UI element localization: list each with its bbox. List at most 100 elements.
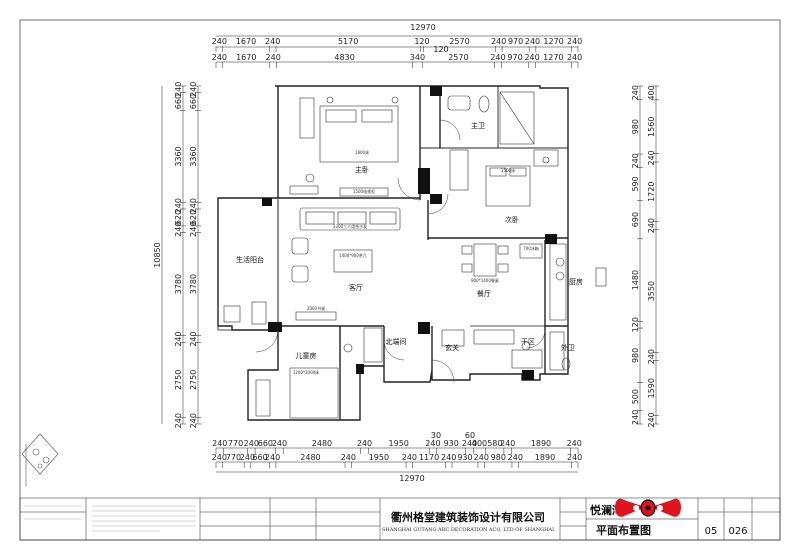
top-row2-dim-label: 970 <box>507 53 522 62</box>
drawing-title: 平面布置图 <box>596 523 651 537</box>
right-outer-dim-label: 240 <box>647 218 656 233</box>
bottom-row1-dim-label: 240 <box>567 439 582 448</box>
right-outer-dim-label: 240 <box>647 412 656 427</box>
label-fridge: 700冰箱 <box>523 245 539 251</box>
sofa <box>299 207 401 231</box>
label-desk: 2000书桌 <box>307 305 325 311</box>
right-outer-dim-label: 240 <box>647 349 656 364</box>
structural-columns <box>262 86 557 380</box>
top-row1-dim-label: 1270 <box>543 37 563 46</box>
left-outer-dim-label: 620 <box>174 210 183 225</box>
compass-icon <box>21 433 59 486</box>
left-outer-dim-label: 240 <box>174 413 183 428</box>
bottom-row1-dim-label: 930 <box>444 439 459 448</box>
left-outer-dim-label: 3780 <box>174 274 183 294</box>
room-study: 北端间 <box>386 337 407 346</box>
bottom-row1-dim-label: 240 <box>272 439 287 448</box>
bottom-row1-dim-label: 660 <box>258 439 273 448</box>
left-inner-dim-label: 240 <box>189 198 198 213</box>
bottom-row2-dim-label: 240 <box>441 453 456 462</box>
bottom-row2-dim-label: 240 <box>341 453 356 462</box>
left-outer-dim-label: 240 <box>174 198 183 213</box>
label-sofa: 3300三人组合沙发 <box>333 223 367 229</box>
bottom-row2-dim-label: 1950 <box>369 453 389 462</box>
right-outer-dim-label: 240 <box>647 150 656 165</box>
company-name-cn: 衢州格堂建筑装饰设计有限公司 <box>391 510 545 524</box>
kids-bed <box>289 367 339 419</box>
top-row1-dim-label: 970 <box>508 37 523 46</box>
right-outer-dim-label: 1590 <box>647 378 656 398</box>
top-row1-dim-label: 240 <box>265 37 280 46</box>
right-outer-dim-label: 400 <box>647 85 656 100</box>
bottom-row1-dim-label: 770 <box>228 439 243 448</box>
room-balcony: 生活阳台 <box>236 255 264 264</box>
top-row2-dim-label: 4830 <box>334 53 354 62</box>
bottom-row2-dim-label: 240 <box>474 453 489 462</box>
bottom-row1-dim-label: 580 <box>487 439 502 448</box>
bottom-row2-dim-label: 1890 <box>535 453 555 462</box>
bottom-row2-dim-label: 240 <box>508 453 523 462</box>
top-row2-dim-label: 240 <box>266 53 281 62</box>
top-row1-dim-label: 240 <box>212 37 227 46</box>
top-row2-dim-label: 1670 <box>236 53 256 62</box>
label-coffee-table: 1400*900茶几 <box>339 252 367 258</box>
label-tv-cabinet: 1500电视柜 <box>353 188 375 194</box>
dresser <box>289 185 319 195</box>
bottom-row2-dim-label: 240 <box>402 453 417 462</box>
top-row1-dim-label: 240 <box>491 37 506 46</box>
bottom-row2-dim-label: 660 <box>252 453 267 462</box>
room-living: 客厅 <box>349 283 363 292</box>
top-row1-dim-label: 1670 <box>236 37 256 46</box>
top-extra-dimension: 120 <box>433 45 448 54</box>
top-row1-dim-label: 5170 <box>338 37 358 46</box>
top-row1-dim-label: 120 <box>414 37 429 46</box>
project-name: 悦澜湾 <box>590 503 623 517</box>
right-outer-dim-label: 1560 <box>647 117 656 137</box>
label-bed-2: 1500床 <box>501 167 515 173</box>
right-inner-dim-label: 120 <box>631 317 640 332</box>
top-row2-dim-label: 240 <box>524 53 539 62</box>
right-inner-dim-label: 690 <box>631 212 640 227</box>
room-kitchen: 厨房 <box>569 277 583 286</box>
top-row2-dim-label: 1270 <box>543 53 563 62</box>
bottom-row2-dim-label: 240 <box>567 453 582 462</box>
general-notes <box>24 505 196 532</box>
right-inner-dim-label: 1480 <box>631 270 640 290</box>
bottom-row1-dim-label: 240 <box>357 439 372 448</box>
right-inner-dim-label: 980 <box>631 348 640 363</box>
sheet-number: 05 <box>705 526 718 537</box>
left-outer-dim-label: 2750 <box>174 370 183 390</box>
left-inner-dim-label: 3780 <box>189 274 198 294</box>
doors <box>255 119 546 383</box>
bottom-row1-dim-label: 240 <box>244 439 259 448</box>
left-outer-dim-label: 240 <box>174 331 183 346</box>
left-inner-dim-label: 620 <box>189 210 198 225</box>
right-inner-dim-label: 980 <box>631 119 640 134</box>
left-outer-dim-label: 3360 <box>174 146 183 166</box>
label-kids-bed: 1200*2000床 <box>293 369 319 375</box>
right-inner-dim-label: 500 <box>631 389 640 404</box>
bottom-row2-dim-label: 770 <box>226 453 241 462</box>
furniture <box>223 91 607 419</box>
right-dimensions <box>639 86 657 424</box>
top-row1-dim-label: 240 <box>567 37 582 46</box>
bottom-row1-dim-label: 1890 <box>531 439 551 448</box>
bottom-row2-dim-label: 930 <box>457 453 472 462</box>
label-dining-table: 800*1400餐桌 <box>471 277 499 283</box>
left-inner-dim-label: 240 <box>189 413 198 428</box>
coffee-table <box>333 249 373 273</box>
top-row2-dim-label: 2570 <box>448 53 468 62</box>
bottom-row1-dim-label: 240 <box>500 439 515 448</box>
room-master-bath: 主卫 <box>471 121 485 130</box>
left-inner-dim-label: 240 <box>189 331 198 346</box>
top-row2-dim-label: 240 <box>490 53 505 62</box>
second-bed <box>485 165 531 207</box>
kids-desk <box>295 311 337 321</box>
left-inner-dim-label: 240 <box>189 222 198 237</box>
right-inner-dim-label: 240 <box>631 85 640 100</box>
